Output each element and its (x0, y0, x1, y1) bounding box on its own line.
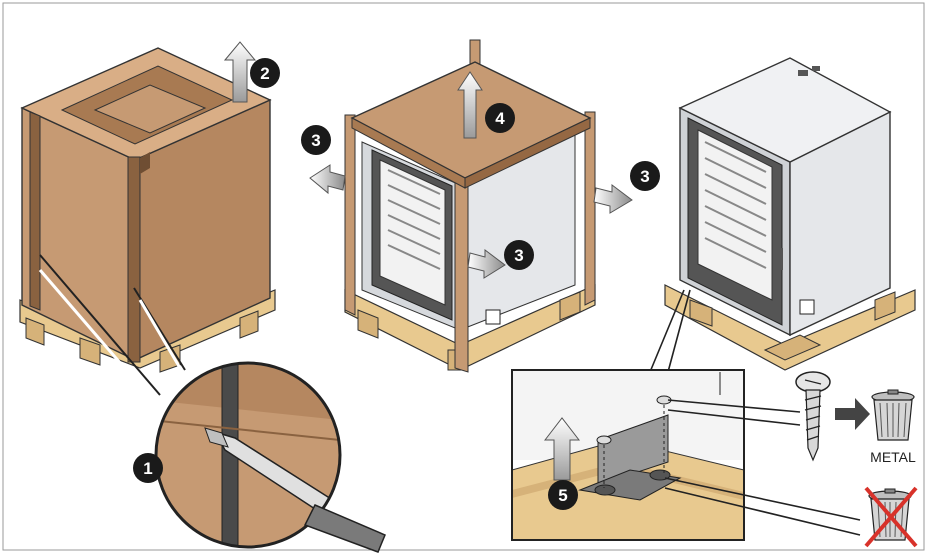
step-badge-4: 4 (485, 103, 515, 133)
svg-text:2: 2 (260, 64, 269, 83)
step-badge-5: 5 (548, 480, 578, 510)
svg-text:1: 1 (143, 459, 152, 478)
zoom-line (39, 254, 161, 396)
step-badge-3-left: 3 (301, 125, 331, 155)
step-badge-3-right: 3 (630, 161, 660, 191)
svg-text:5: 5 (558, 486, 567, 505)
no-trash-icon (864, 486, 918, 548)
screw-pointer-line (667, 399, 801, 413)
frame-arrows (309, 71, 633, 279)
metal-label: METAL (870, 449, 916, 465)
svg-text:3: 3 (514, 246, 523, 265)
packed-box (19, 47, 276, 373)
step-badge-1: 1 (133, 453, 163, 483)
screw-removal-detail (511, 369, 745, 541)
step-badge-2: 2 (250, 58, 280, 88)
step-badge-3-front: 3 (504, 240, 534, 270)
lift-box-arrow (223, 41, 257, 103)
unpacked-oven (664, 57, 916, 371)
zoom-line-detail (649, 289, 685, 373)
svg-text:4: 4 (495, 109, 505, 128)
svg-text:3: 3 (311, 131, 320, 150)
cut-strap-detail (154, 361, 386, 553)
svg-text:3: 3 (640, 167, 649, 186)
arrow-right-icon (835, 398, 870, 430)
screw-icon (795, 371, 831, 462)
trash-bin-icon (871, 389, 915, 441)
